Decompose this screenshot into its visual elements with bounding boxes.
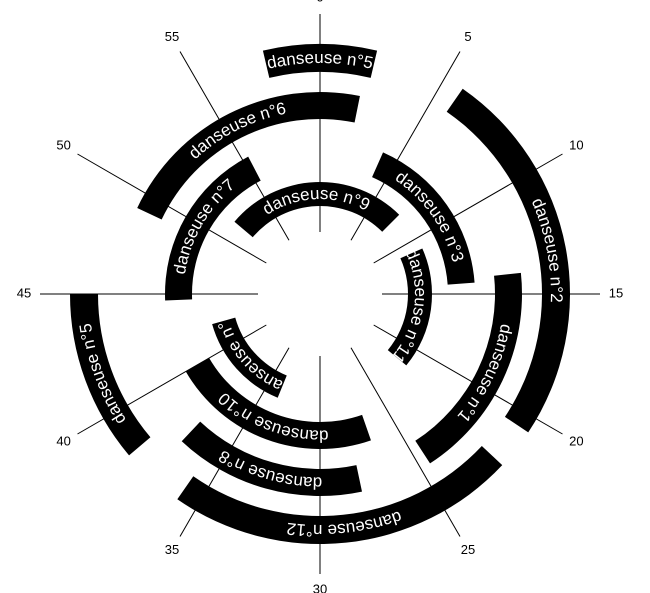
dancer-arc <box>372 152 475 285</box>
dancer-arc <box>415 272 522 464</box>
minute-tick-line <box>77 153 267 264</box>
dancer-arc <box>234 181 400 238</box>
minute-tick-label: 45 <box>17 285 31 300</box>
minute-tick-label: 10 <box>569 137 583 152</box>
minute-tick-label: 5 <box>464 29 471 44</box>
dancer-arc <box>446 88 571 433</box>
minute-tick-label: 20 <box>569 433 583 448</box>
minute-tick-label: 40 <box>56 433 70 448</box>
dancer-arc <box>387 248 433 366</box>
dancer-arc-group: danseuse n°5 <box>262 44 378 78</box>
dancer-label-text: danseuse n°6 <box>185 99 288 163</box>
minute-tick-label: 0 <box>316 0 323 4</box>
dancer-arc <box>165 156 261 301</box>
dancer-arc <box>177 445 503 545</box>
minute-tick-label: 30 <box>313 581 327 593</box>
minute-tick-label: 15 <box>609 285 623 300</box>
dancer-arc <box>212 317 287 398</box>
minute-ticks: 0 5 10 15 20 25 30 35 40 45 50 55 <box>17 0 623 593</box>
minute-tick-label: 35 <box>165 542 179 557</box>
dancer-label-text: danseuse n°7 <box>170 175 238 276</box>
minute-tick-label: 55 <box>165 29 179 44</box>
minute-tick-label: 25 <box>461 542 475 557</box>
dancer-arc <box>137 92 360 220</box>
dancer-label: danseuse n°2 <box>528 195 566 303</box>
dancer-label: danseuse n°6 <box>185 99 288 163</box>
dancer-label-text: danseuse n°12 <box>286 507 405 540</box>
dancer-arc <box>70 294 151 456</box>
dancer-arcs: danseuse n°5 danseuse n°2 danseuse n°12 dan… <box>70 44 571 545</box>
dancer-arc-group: danseuse n°11 <box>387 246 433 367</box>
dancer-arc <box>185 358 371 449</box>
dancer-arc <box>181 421 362 497</box>
minute-tick-label: 50 <box>56 137 70 152</box>
dancer-arc-group: danseuse n°9 <box>234 181 400 238</box>
dancer-arc <box>262 44 378 78</box>
dancer-label: danseuse n°12 <box>286 507 405 540</box>
dancer-label-text: danseuse n°2 <box>528 195 566 303</box>
dancer-label: danseuse n°7 <box>170 175 238 276</box>
